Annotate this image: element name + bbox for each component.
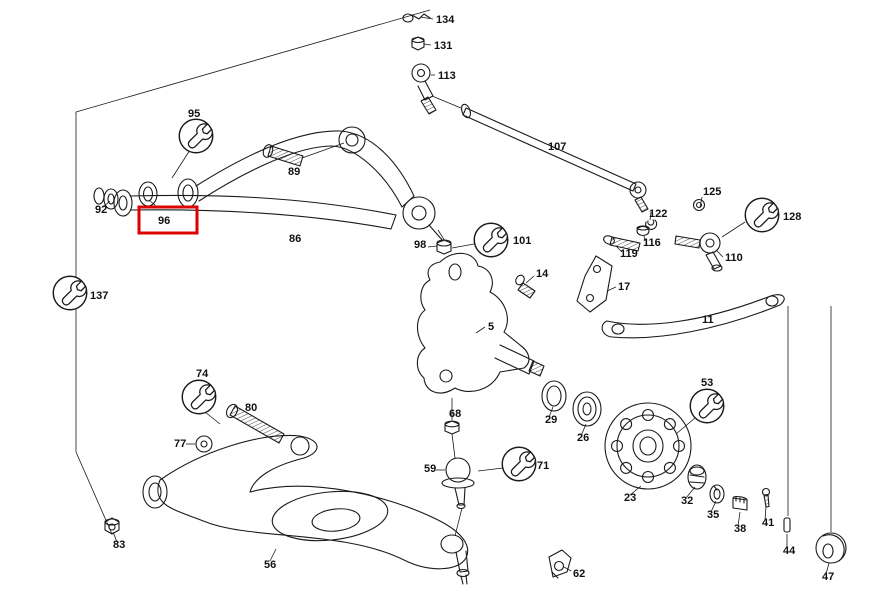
part-label-98[interactable]: 98 (414, 239, 426, 251)
part-label-80[interactable]: 80 (245, 402, 257, 414)
clamp-nut-38 (732, 495, 748, 511)
bolt-80 (225, 403, 285, 444)
tie-rod-end-113 (411, 63, 437, 115)
part-label-96[interactable]: 96 (158, 215, 170, 227)
part-label-23[interactable]: 23 (624, 492, 636, 504)
part-label-38[interactable]: 38 (734, 523, 746, 535)
part-label-95[interactable]: 95 (188, 108, 200, 120)
part-label-35[interactable]: 35 (707, 509, 719, 521)
part-label-107[interactable]: 107 (548, 141, 566, 153)
part-label-47[interactable]: 47 (822, 571, 834, 583)
wrench-icon-74 (181, 379, 217, 415)
part-label-137[interactable]: 137 (90, 290, 108, 302)
part-label-71[interactable]: 71 (537, 460, 549, 472)
leader-lines (102, 16, 830, 575)
ball-joint-59 (441, 457, 475, 510)
bracket-62 (548, 549, 572, 579)
bushing-96 (138, 181, 158, 207)
bolt-119 (603, 235, 641, 252)
part-label-110[interactable]: 110 (725, 252, 743, 264)
nut-98 (436, 239, 452, 255)
part-label-74[interactable]: 74 (196, 368, 209, 380)
bearing-26 (572, 391, 602, 427)
upper-control-arm-86 (113, 126, 444, 242)
lower-control-arm-56 (142, 434, 470, 585)
part-label-83[interactable]: 83 (113, 539, 125, 551)
nut-125 (692, 198, 706, 212)
bolt-14 (515, 274, 536, 299)
part-label-62[interactable]: 62 (573, 568, 585, 580)
wrench-icon-95 (178, 118, 214, 154)
part-label-134[interactable]: 134 (436, 14, 455, 26)
part-label-86[interactable]: 86 (289, 233, 301, 245)
part-label-59[interactable]: 59 (424, 463, 436, 475)
pin-44 (783, 517, 791, 533)
part-label-26[interactable]: 26 (577, 432, 589, 444)
part-label-68[interactable]: 68 (449, 408, 461, 420)
part-label-41[interactable]: 41 (762, 517, 774, 529)
part-label-32[interactable]: 32 (681, 495, 693, 507)
part-callouts: 134 131 113 107 89 95 92 96 86 98 101 13… (90, 14, 834, 583)
part-label-122[interactable]: 122 (649, 208, 667, 220)
washer-77 (195, 435, 213, 453)
part-label-131[interactable]: 131 (434, 40, 452, 52)
grease-cap-47 (815, 532, 847, 564)
highlight-box-96 (137, 205, 199, 235)
part-label-125[interactable]: 125 (703, 186, 721, 198)
washer-35 (709, 484, 725, 504)
wrench-icon-137 (52, 275, 88, 311)
special-tool-icons (52, 118, 780, 482)
part-label-77[interactable]: 77 (174, 438, 186, 450)
part-label-119[interactable]: 119 (620, 248, 638, 260)
nut-68 (444, 420, 460, 435)
part-label-89[interactable]: 89 (288, 166, 300, 178)
part-label-11[interactable]: 11 (702, 314, 714, 326)
part-label-44[interactable]: 44 (783, 545, 796, 557)
nut-131 (411, 36, 425, 51)
wrench-icon-71 (501, 446, 537, 482)
part-label-53[interactable]: 53 (701, 377, 713, 389)
screw-41 (761, 487, 771, 508)
frame-lines (75, 9, 832, 535)
wrench-icon-101 (473, 222, 509, 258)
part-label-29[interactable]: 29 (545, 414, 557, 426)
drag-link-107 (460, 103, 649, 213)
part-label-128[interactable]: 128 (783, 211, 801, 223)
wheel-hub-23 (604, 402, 692, 490)
part-label-92[interactable]: 92 (95, 204, 107, 216)
part-label-101[interactable]: 101 (513, 235, 531, 247)
wrench-icon-128 (744, 197, 780, 233)
wrench-icon-53 (689, 388, 725, 424)
seal-29 (541, 380, 567, 412)
steering-knuckle-5 (416, 252, 545, 394)
part-label-113[interactable]: 113 (438, 70, 456, 82)
part-label-56[interactable]: 56 (264, 559, 276, 571)
part-label-5[interactable]: 5 (488, 321, 494, 333)
bearing-32 (687, 464, 707, 490)
strut-arm-11 (601, 294, 785, 339)
clip-122 (645, 219, 658, 230)
cotter-key-134 (402, 13, 431, 23)
nut-83 (104, 517, 120, 535)
bolt-head-116 (636, 225, 650, 237)
part-label-14[interactable]: 14 (536, 268, 549, 280)
bracket-17 (576, 255, 613, 313)
tie-rod-end-110 (674, 232, 723, 272)
part-label-116[interactable]: 116 (643, 237, 661, 249)
bolt-89 (262, 144, 304, 167)
part-label-17[interactable]: 17 (618, 281, 630, 293)
